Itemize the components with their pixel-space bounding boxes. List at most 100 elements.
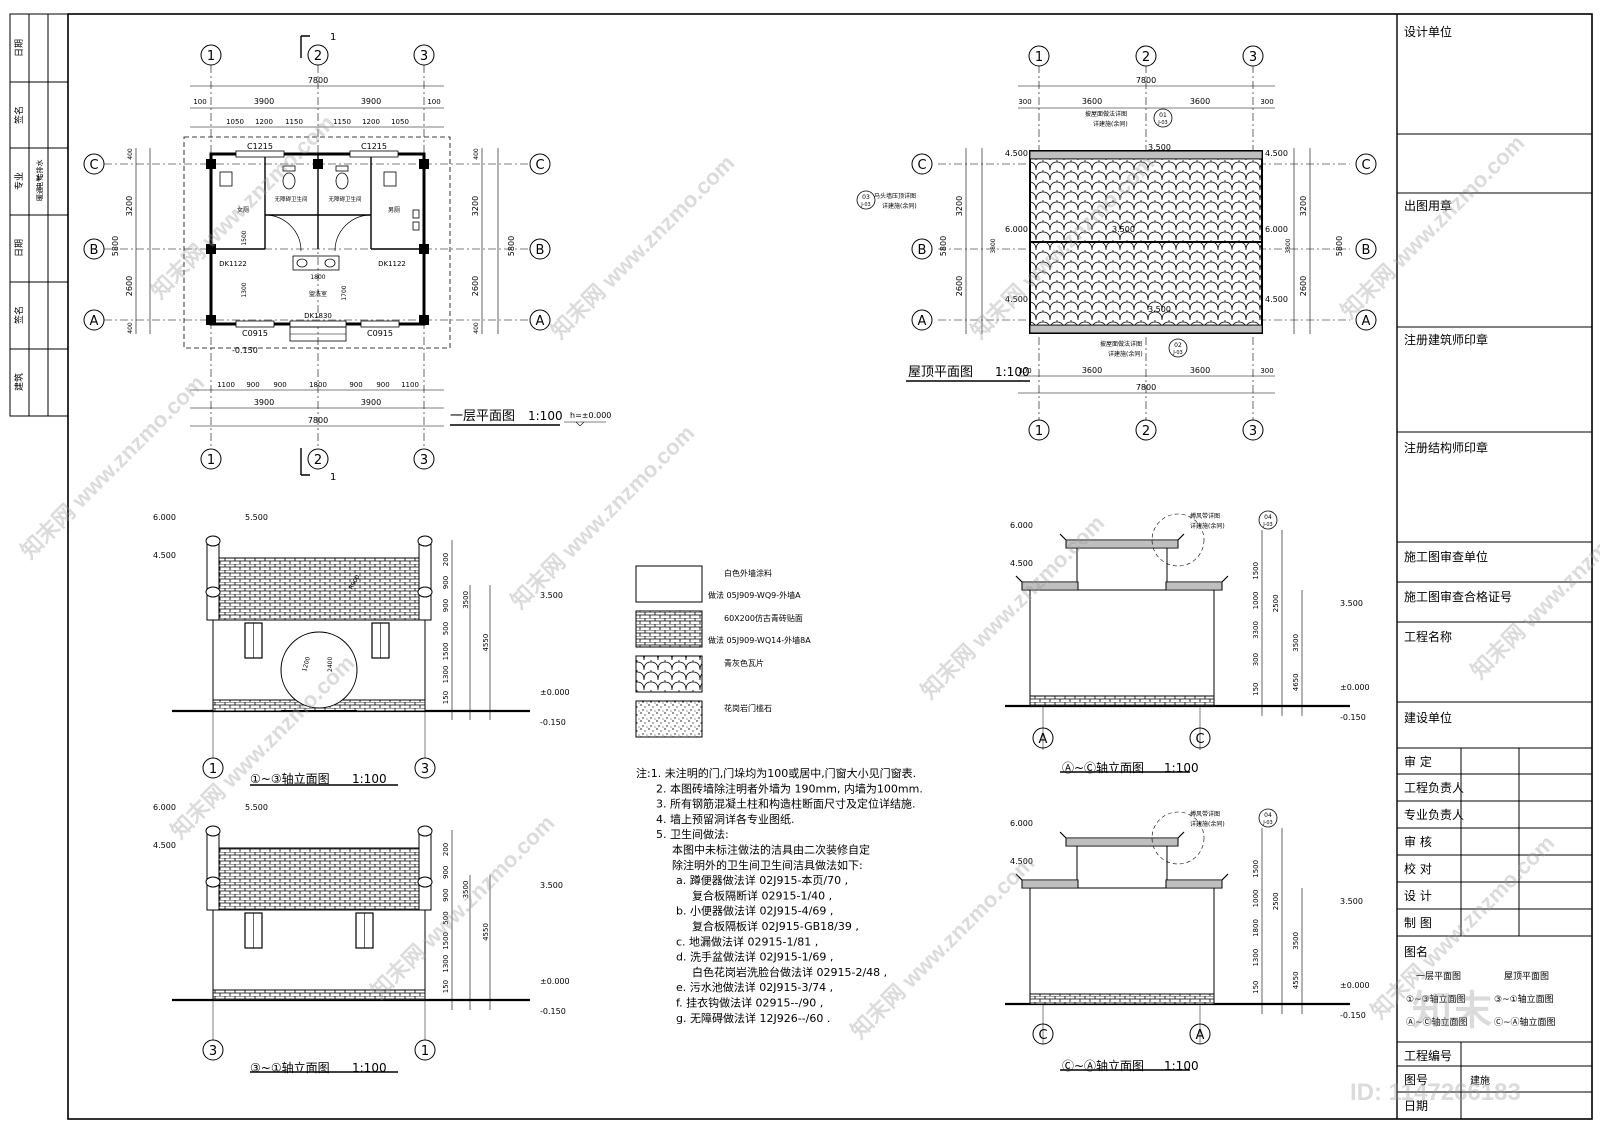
level-mark: -0.150 xyxy=(1340,1011,1366,1020)
grid-bubble xyxy=(307,448,329,470)
watermark: 知末网 www.znzmo.com xyxy=(546,150,739,343)
elevation-dim: 500 xyxy=(442,622,450,635)
note-line: 2. 本图砖墙除注明者外墙为 190mm, 内墙为100mm. xyxy=(656,781,923,795)
room-dim: 1500 xyxy=(241,230,248,245)
note-line: a. 蹲便器做法详 02J915-本页/70 , xyxy=(676,873,848,887)
section-mark-bottom: 1 xyxy=(330,472,336,483)
dim-top-total: 7800 xyxy=(308,76,328,85)
door-tag: DK1122 xyxy=(378,260,406,268)
grid-bubble xyxy=(911,238,933,260)
roof-level: 6.000 xyxy=(1005,225,1028,234)
callout-bubble xyxy=(1153,108,1173,128)
grid-bubble-label: 1 xyxy=(207,453,215,468)
elevation-dim: 150 xyxy=(442,691,450,704)
first-floor-level: h=±0.000 xyxy=(570,411,611,420)
roof-level: 4.500 xyxy=(1265,295,1288,304)
dim-top-detail: 1050 xyxy=(391,118,409,126)
grid-bubble-label: 2 xyxy=(314,453,322,468)
grid-bubble-label: B xyxy=(90,243,99,258)
title-block-row: 出图用章 xyxy=(1404,198,1452,213)
grid-bubble-label: 1 xyxy=(207,49,215,64)
level-mark: -0.150 xyxy=(1340,713,1366,722)
room-label: 无障碍卫生间 xyxy=(274,195,307,203)
dim-bottom-detail: 900 xyxy=(349,381,362,389)
roof-plan-scale: 1:100 xyxy=(995,365,1030,379)
section-mark-top: 1 xyxy=(330,32,336,43)
elevation-dim: 3300 xyxy=(1252,621,1260,639)
roof-level: 4.500 xyxy=(1005,295,1028,304)
dim-bottom-half: 3900 xyxy=(254,398,274,407)
bottom-row: 图号 xyxy=(1404,1073,1428,1087)
dim-top-edge: 100 xyxy=(193,98,206,106)
grid-bubble xyxy=(200,44,222,66)
elevation-scale: 1:100 xyxy=(352,772,387,786)
grid-bubble-label: B xyxy=(918,243,927,258)
strip-small-label: 给排水 xyxy=(35,160,44,181)
dim-side: 2600 xyxy=(125,276,134,296)
elevation-dim: 150 xyxy=(442,980,450,993)
elevation-title: ③~①轴立面图 xyxy=(250,1060,330,1075)
room-dim: 1800 xyxy=(310,274,325,281)
strip-label: 建筑 xyxy=(13,373,25,391)
note-line: c. 地漏做法详 02915-1/81 , xyxy=(676,934,818,948)
roof-level: 3.500 xyxy=(1148,305,1171,314)
grid-bubble-label: A xyxy=(536,314,545,329)
elevation-scale: 1:100 xyxy=(1164,1059,1199,1073)
elevation-dim: 150 xyxy=(1252,683,1260,696)
elevation-title: Ⓐ~Ⓒ轴立面图 xyxy=(1062,760,1144,775)
grid-bubble-label: 1 xyxy=(1035,424,1043,439)
grid-bubble-label: C xyxy=(917,158,926,173)
callout-no: 04 xyxy=(1264,514,1272,521)
note-line: 5. 卫生间做法: xyxy=(656,827,729,841)
elevation-scale: 1:100 xyxy=(1164,761,1199,775)
callout-text: 搏风带详图 xyxy=(1190,810,1220,818)
level-mark: 4.500 xyxy=(153,841,176,850)
grid-bubble xyxy=(529,153,551,175)
elevation-dim: 2500 xyxy=(1272,594,1280,612)
dim-small: 400 xyxy=(473,322,480,334)
dim-top-half: 3600 xyxy=(1082,97,1102,106)
dim-small: 400 xyxy=(127,322,134,334)
elevation-dim: 1300 xyxy=(442,666,450,684)
grid-bubble xyxy=(1135,419,1157,441)
grid-bubble xyxy=(1028,419,1050,441)
title-block-row: 工程名称 xyxy=(1404,629,1452,644)
door-tag: DK1830 xyxy=(304,312,332,320)
elevation-title: ①~③轴立面图 xyxy=(250,771,330,786)
note-line: d. 洗手盆做法详 02J915-1/69 , xyxy=(676,950,833,964)
note-line: 4. 墙上预留洞详各专业图纸. xyxy=(656,812,795,826)
callout-sheet: J-03 xyxy=(860,202,870,208)
watermark: 知末网 www.znzmo.com xyxy=(16,370,209,563)
elevation-dim: 300 xyxy=(1252,653,1260,666)
title-block xyxy=(1396,14,1592,1119)
grid-bubble-label: A xyxy=(90,314,99,329)
elevation-dim: 1500 xyxy=(1252,860,1260,878)
elevation-dim: 3500 xyxy=(1292,634,1300,652)
drawing-name: ①~③轴立面图 xyxy=(1406,993,1466,1005)
drawing-name: Ⓒ~Ⓐ轴立面图 xyxy=(1494,1016,1556,1028)
level-mark: ±0.000 xyxy=(1340,683,1370,692)
callout-text: 搏风带详图 xyxy=(1190,512,1220,520)
note-line: 复合板隔断详 02915-1/40 , xyxy=(692,888,832,902)
dim-edge: 300 xyxy=(1018,367,1031,375)
elevation-dim: 1500 xyxy=(442,932,450,950)
level-mark: 3.500 xyxy=(1340,897,1363,906)
room-dim: 1700 xyxy=(341,285,348,300)
dim-side: 3200 xyxy=(125,196,134,216)
note-line: b. 小便器做法详 02J915-4/69 , xyxy=(676,904,833,918)
dim-side-total: 5800 xyxy=(939,236,948,256)
dim-side: 2600 xyxy=(471,276,480,296)
window-tag: C1215 xyxy=(247,142,273,151)
sign-row: 审 核 xyxy=(1404,834,1432,849)
callout-bubble xyxy=(1258,808,1278,828)
dim-top-detail: 1150 xyxy=(285,118,303,126)
dim-edge: 300 xyxy=(1018,98,1031,106)
dim-side: 2600 xyxy=(1299,276,1308,296)
elevation-dim: 3500 xyxy=(1292,932,1300,950)
grid-bubble xyxy=(1242,419,1264,441)
dim-side: 3200 xyxy=(471,196,480,216)
